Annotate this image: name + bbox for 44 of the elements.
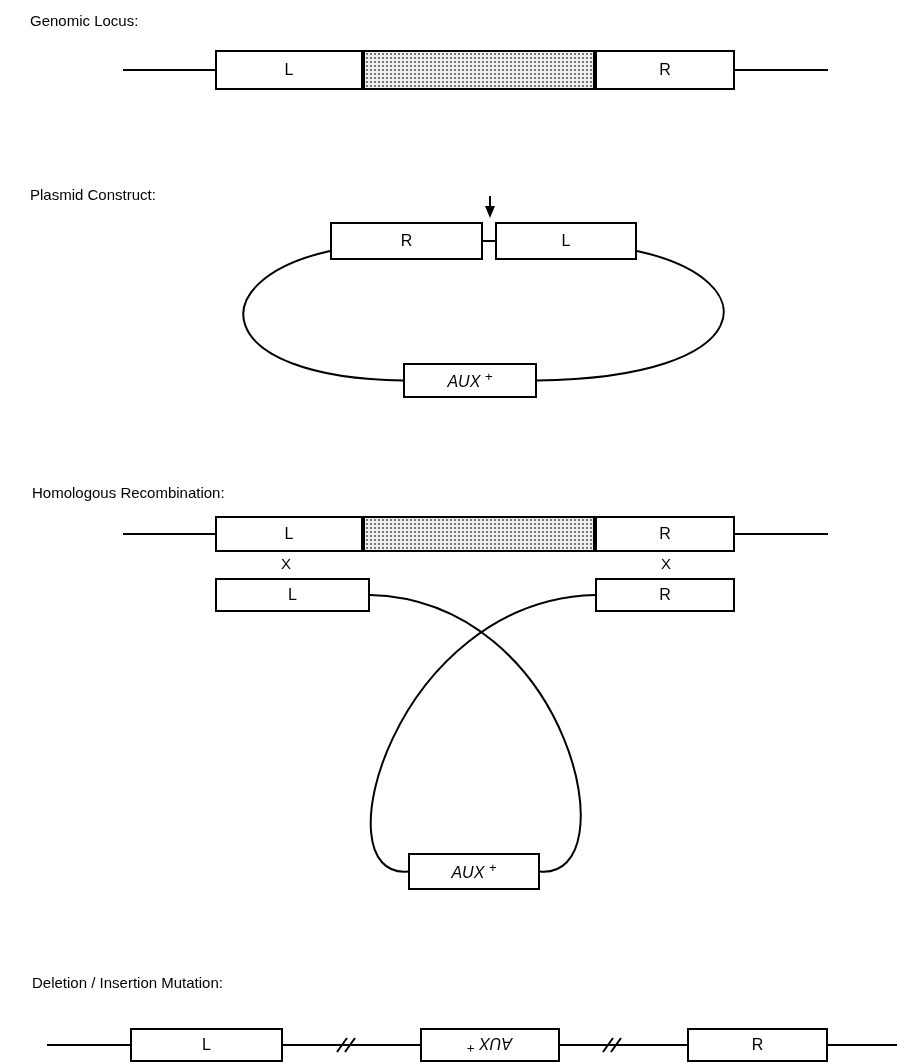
gene-segment-box: [408, 853, 540, 890]
section-heading: Genomic Locus:: [30, 12, 139, 29]
dna-strand: [122, 69, 216, 71]
segment-label: L: [561, 232, 571, 250]
gene-segment-box: [330, 222, 483, 260]
section-heading: Deletion / Insertion Mutation:: [32, 974, 223, 991]
dna-strand: [482, 240, 496, 242]
gene-segment-box: [687, 1028, 828, 1062]
gene-segment-box: [595, 516, 735, 552]
gene-segment-box: [420, 1028, 560, 1062]
gene-segment-box: [215, 50, 363, 90]
dna-strand: [827, 1044, 897, 1046]
gene-segment-box: [595, 578, 735, 612]
plasmid-strand: [242, 250, 404, 382]
crossover-mark: X: [281, 555, 291, 572]
gene-segment-box: [595, 50, 735, 90]
segment-label: R: [400, 232, 413, 250]
gene-segment-box: [130, 1028, 283, 1062]
section-heading: Plasmid Construct:: [30, 186, 156, 203]
gene-segment-box: [215, 516, 363, 552]
dna-strand: [559, 1044, 688, 1046]
segment-label: AUX $^{+}$: [451, 860, 497, 883]
section-heading: Homologous Recombination:: [32, 484, 225, 501]
dna-strand: [734, 533, 829, 535]
segment-label: R: [751, 1036, 764, 1054]
segment-label: L: [284, 525, 294, 543]
segment-label: R: [659, 586, 671, 604]
segment-label: L: [284, 61, 294, 79]
dna-strand: [122, 533, 216, 535]
shaded-segment: [363, 516, 595, 552]
gene-segment-box: [495, 222, 637, 260]
plasmid-strand: [536, 250, 725, 382]
crossover-mark: X: [661, 555, 671, 572]
dna-strand: [734, 69, 829, 71]
segment-label: R: [659, 61, 671, 79]
segment-label: L: [202, 1036, 211, 1054]
segment-label: AUX $^{+}$: [447, 369, 493, 392]
segment-label: L: [288, 586, 297, 604]
shaded-segment: [363, 50, 595, 90]
gene-segment-box: [215, 578, 370, 612]
segment-label: R: [659, 525, 671, 543]
dna-strand: [46, 1044, 131, 1046]
gene-segment-box: [403, 363, 537, 398]
dna-strand: [282, 1044, 421, 1046]
